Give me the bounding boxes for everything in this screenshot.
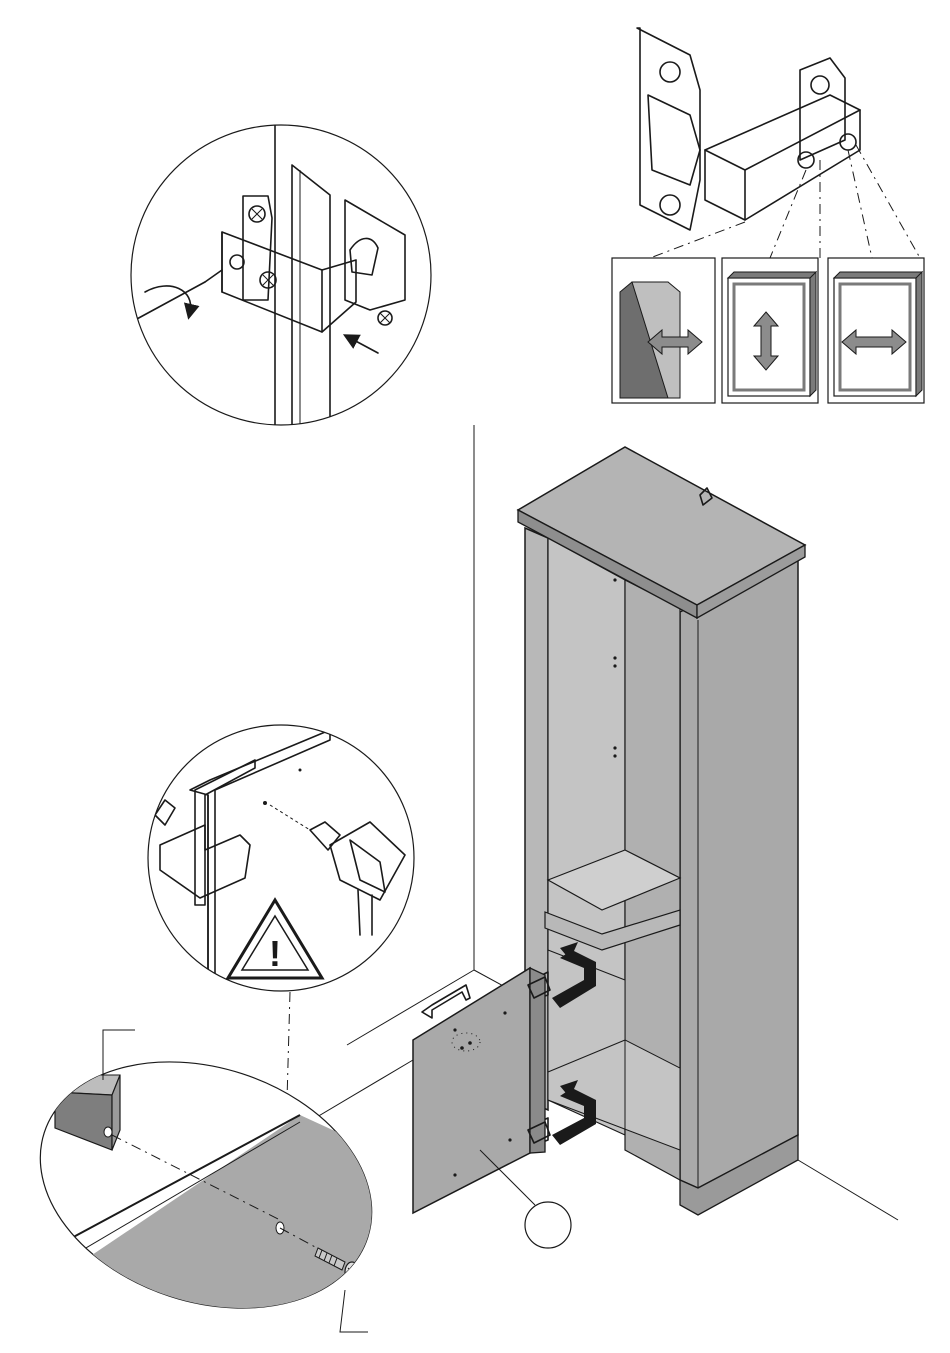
adjust-height-panel	[722, 258, 818, 403]
part-callout	[525, 1202, 571, 1248]
adjust-side-panel	[828, 258, 924, 403]
hinge-screw-detail	[131, 120, 431, 440]
warning-glyph: !	[269, 933, 281, 974]
cabinet	[518, 447, 805, 1215]
hinge-adjustment	[612, 28, 924, 403]
pre-drill-detail: !	[148, 725, 414, 993]
handle-screw-detail	[8, 1021, 420, 1353]
adjust-depth-panel	[612, 258, 715, 403]
